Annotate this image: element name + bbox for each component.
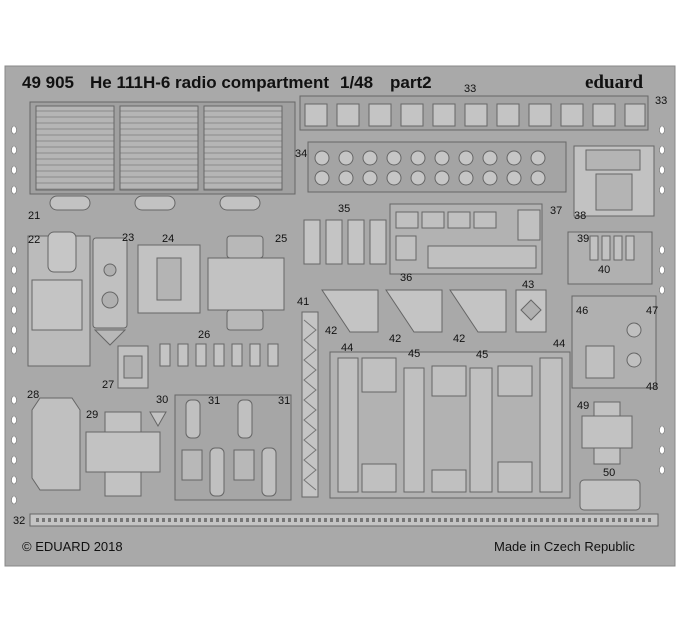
part-number-22: 22 xyxy=(28,234,40,246)
part-number-28: 28 xyxy=(27,389,39,401)
part-number-45-left: 45 xyxy=(408,348,420,360)
part-number-40: 40 xyxy=(598,264,610,276)
brand-logo: eduard xyxy=(585,72,644,93)
part-50-plate xyxy=(579,479,641,511)
part-23-panel xyxy=(92,237,128,346)
part-27-frame xyxy=(117,345,149,389)
part-30-tab xyxy=(149,411,167,428)
part-number-26: 26 xyxy=(198,329,210,341)
copyright: © EDUARD 2018 xyxy=(22,539,123,554)
part-28-cover xyxy=(31,397,81,491)
part-number-42-b: 42 xyxy=(389,333,401,345)
part-46-48-assembly xyxy=(571,295,657,389)
part-22-bracket xyxy=(27,231,91,367)
part-number-39: 39 xyxy=(577,233,589,245)
part-number-49: 49 xyxy=(577,400,589,412)
part-32-strip xyxy=(29,513,659,527)
part-number-32: 32 xyxy=(13,515,25,527)
part-number-48: 48 xyxy=(646,381,658,393)
part-number-42-a: 42 xyxy=(325,325,337,337)
part-25-box xyxy=(207,235,285,331)
part-38-box xyxy=(573,145,655,217)
part-42-plates xyxy=(321,289,507,333)
part-41-strip xyxy=(301,311,319,498)
part-31-assembly xyxy=(174,394,292,501)
part-number-34: 34 xyxy=(295,148,307,160)
part-24-box xyxy=(137,244,201,314)
part-number-31-right: 31 xyxy=(278,395,290,407)
part-label: part2 xyxy=(390,73,432,92)
part-33-row xyxy=(299,95,649,131)
part-number-38: 38 xyxy=(574,210,586,222)
part-number-35: 35 xyxy=(338,203,350,215)
part-number-30: 30 xyxy=(156,394,168,406)
part-36-panel xyxy=(389,203,543,275)
fret-edge-markers xyxy=(11,125,665,505)
part-number-25: 25 xyxy=(275,233,287,245)
part-number-45-right: 45 xyxy=(476,349,488,361)
part-number-44-left: 44 xyxy=(341,342,353,354)
set-number: 49 905 xyxy=(22,73,74,92)
part-21-panels xyxy=(29,101,296,211)
part-43-plate xyxy=(515,289,547,333)
part-number-44-right: 44 xyxy=(553,338,565,350)
part-29-cross xyxy=(85,411,161,497)
part-35-row xyxy=(303,219,387,265)
part-number-36: 36 xyxy=(400,272,412,284)
part-49-cross xyxy=(581,401,633,465)
part-number-41: 41 xyxy=(297,296,309,308)
part-number-42-c: 42 xyxy=(453,333,465,345)
part-number-50: 50 xyxy=(603,467,615,479)
part-number-23: 23 xyxy=(122,232,134,244)
part-number-29: 29 xyxy=(86,409,98,421)
part-number-31-left: 31 xyxy=(208,395,220,407)
scale-label: 1/48 xyxy=(340,73,373,92)
set-title: He 111H-6 radio compartment xyxy=(90,73,329,92)
part-26-row xyxy=(159,343,279,367)
part-34-row xyxy=(307,141,567,193)
origin-label: Made in Czech Republic xyxy=(494,539,635,554)
part-number-33-top: 33 xyxy=(464,83,476,95)
part-44-45-panels xyxy=(329,351,571,499)
part-number-24: 24 xyxy=(162,233,174,245)
part-39-40-clip xyxy=(567,231,653,285)
part-number-27: 27 xyxy=(102,379,114,391)
part-number-43: 43 xyxy=(522,279,534,291)
part-number-46: 46 xyxy=(576,305,588,317)
part-number-21: 21 xyxy=(28,210,40,222)
part-number-33-right: 33 xyxy=(655,95,667,107)
part-number-37: 37 xyxy=(550,205,562,217)
part-number-47: 47 xyxy=(646,305,658,317)
